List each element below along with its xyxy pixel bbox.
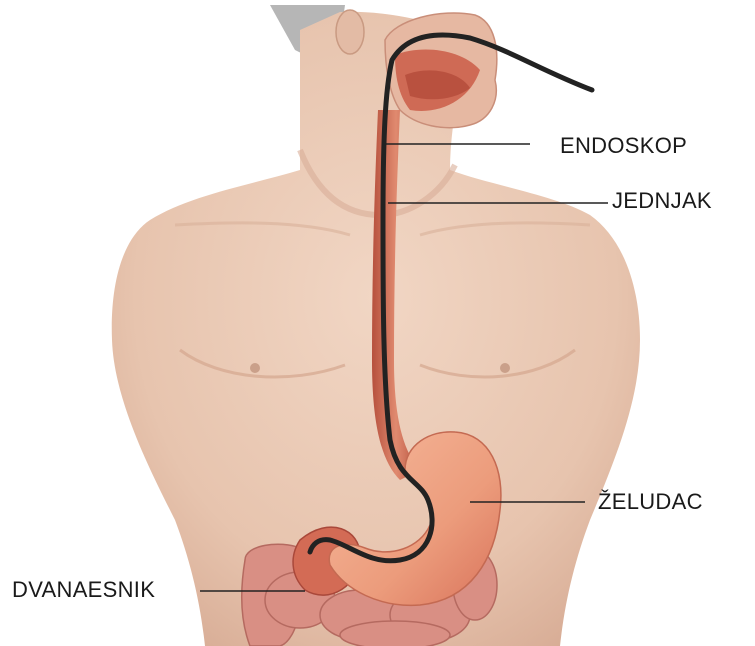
nipple-left — [250, 363, 260, 373]
ear — [336, 10, 364, 54]
label-endoscope: ENDOSKOP — [560, 133, 687, 159]
label-stomach: ŽELUDAC — [598, 489, 703, 515]
label-duodenum: DVANAESNIK — [12, 577, 155, 603]
label-esophagus: JEDNJAK — [612, 188, 712, 214]
nipple-right — [500, 363, 510, 373]
